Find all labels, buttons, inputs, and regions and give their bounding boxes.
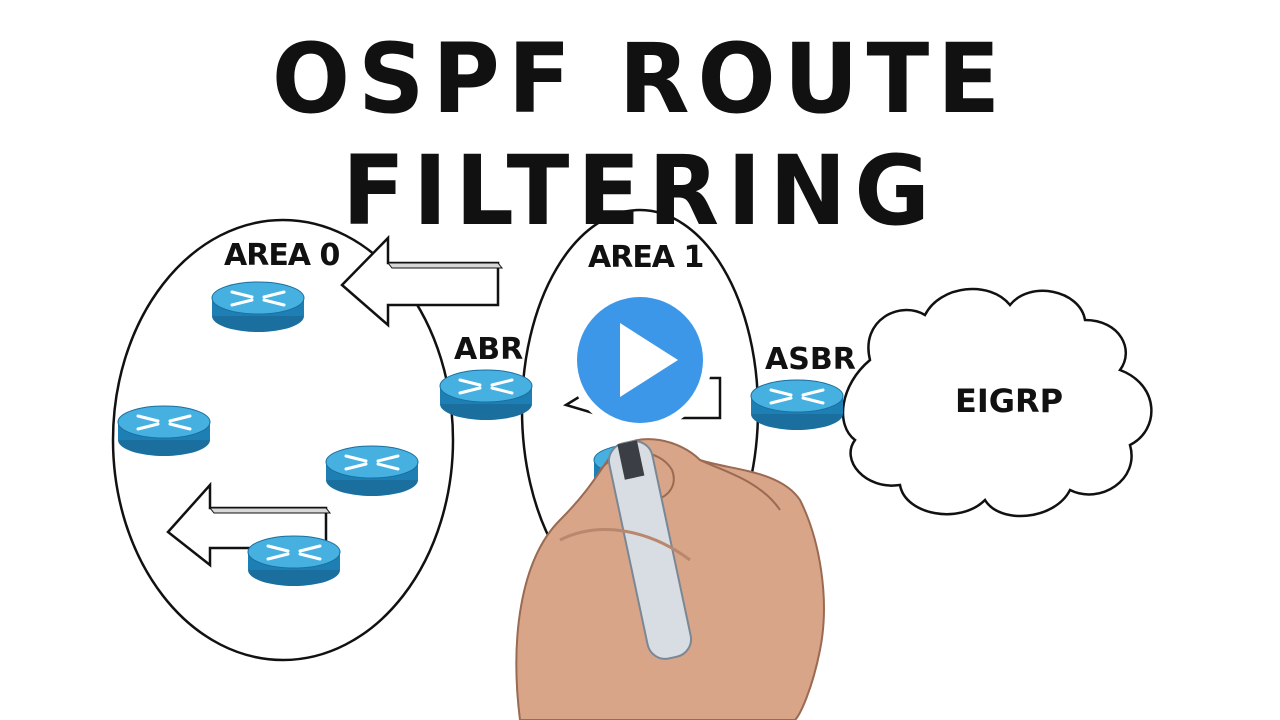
router-icon [324,444,420,498]
asbr-label: ASBR [765,342,856,377]
abr-label: ABR [454,332,524,367]
area0-label: AREA 0 [224,238,340,273]
area1-label: AREA 1 [588,240,704,275]
play-icon [620,323,678,397]
play-button[interactable] [568,288,712,432]
router-icon [749,378,845,432]
hand-with-marker [515,438,825,720]
router-icon [210,280,306,334]
cloud-icon [841,287,1153,518]
arrow-left-icon [340,234,504,328]
router-icon [116,404,212,458]
video-title: OSPF ROUTE FILTERING [271,22,1009,248]
router-icon [246,534,342,588]
area0-boundary [111,218,455,662]
router-icon [438,368,534,422]
eigrp-label: EIGRP [955,382,1064,420]
